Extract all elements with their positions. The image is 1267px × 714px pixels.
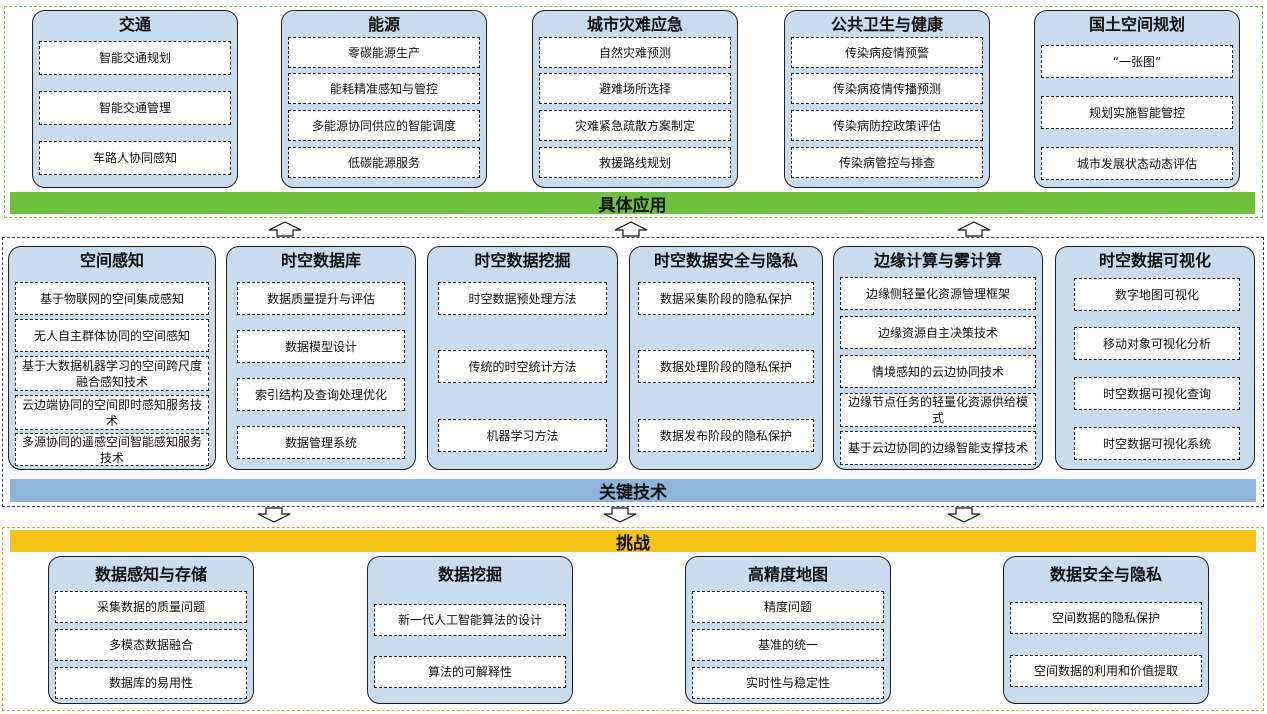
item-box: 云边端协同的空间即时感知服务技术 <box>15 395 209 430</box>
down-arrow-icon <box>947 507 981 523</box>
item-box: 传染病疫情预警 <box>791 37 983 68</box>
item-box: 多模态数据融合 <box>55 629 247 661</box>
technologies-section <box>2 237 1264 507</box>
technologies-bar: 关键技术 <box>10 479 1256 503</box>
item-box: 智能交通管理 <box>39 91 231 125</box>
item-box: 低碳能源服务 <box>288 147 480 178</box>
panel-title: 空间感知 <box>79 251 144 270</box>
item-box: 边缘节点任务的轻量化资源供给模式 <box>840 393 1036 427</box>
challenges-bar: 挑战 <box>10 530 1256 554</box>
challenge-panel-hd-map: 高精度地图 精度问题 基准的统一 实时性与稳定性 <box>685 556 891 704</box>
item-box: 精度问题 <box>692 591 884 623</box>
panel-title: 能源 <box>367 15 400 34</box>
item-box: 城市发展状态动态评估 <box>1041 147 1233 180</box>
item-box: 能耗精准感知与管控 <box>288 73 480 104</box>
item-box: 边缘侧轻量化资源管理框架 <box>840 277 1036 310</box>
item-box: 规划实施智能管控 <box>1041 96 1233 129</box>
app-panel-energy: 能源 零碳能源生产 能耗精准感知与管控 多能源协同供应的智能调度 低碳能源服务 <box>281 10 487 188</box>
up-arrow-icon <box>957 221 991 237</box>
item-box: 避难场所选择 <box>539 73 731 104</box>
tech-panel-data-mining: 时空数据挖掘 时空数据预处理方法 传统的时空统计方法 机器学习方法 <box>427 246 618 470</box>
up-arrow-icon <box>614 221 648 237</box>
app-panel-disaster: 城市灾难应急 自然灾难预测 避难场所选择 灾难紧急疏散方案制定 救援路线规划 <box>532 10 738 188</box>
panel-title: 交通 <box>118 15 151 34</box>
item-box: 数据模型设计 <box>237 330 405 363</box>
tech-panel-spatiotemporal-database: 时空数据库 数据质量提升与评估 数据模型设计 索引结构及查询处理优化 数据管理系… <box>226 246 416 470</box>
item-box: 传染病管控与排查 <box>791 147 983 178</box>
applications-section <box>4 6 1263 218</box>
item-box: 车路人协同感知 <box>39 141 231 175</box>
tech-panel-visualization: 时空数据可视化 数字地图可视化 移动对象可视化分析 时空数据可视化查询 时空数据… <box>1055 246 1255 470</box>
item-box: 采集数据的质量问题 <box>55 591 247 623</box>
item-box: 数据质量提升与评估 <box>237 282 405 315</box>
item-box: 移动对象可视化分析 <box>1074 327 1240 360</box>
panel-title: 时空数据库 <box>280 251 361 270</box>
item-box: 空间数据的隐私保护 <box>1010 602 1202 634</box>
panel-title: 国土空间规划 <box>1088 15 1185 34</box>
item-box: 智能交通规划 <box>39 41 231 75</box>
item-box: 机器学习方法 <box>438 419 607 452</box>
item-box: 零碳能源生产 <box>288 37 480 68</box>
item-box: 基准的统一 <box>692 629 884 661</box>
panel-title: 时空数据可视化 <box>1098 251 1211 270</box>
item-box: 多能源协同供应的智能调度 <box>288 110 480 141</box>
item-box: 数据发布阶段的隐私保护 <box>638 419 814 452</box>
challenge-panel-data-mining: 数据挖掘 新一代人工智能算法的设计 算法的可解释性 <box>367 556 573 704</box>
item-box: 数据采集阶段的隐私保护 <box>638 282 814 315</box>
item-box: 时空数据可视化查询 <box>1074 377 1240 410</box>
item-box: 传染病疫情传播预测 <box>791 73 983 104</box>
down-arrow-icon <box>603 507 637 523</box>
item-box: 索引结构及查询处理优化 <box>237 378 405 411</box>
item-box: “一张图” <box>1041 45 1233 78</box>
item-box: 时空数据预处理方法 <box>438 282 607 315</box>
panel-title: 公共卫生与健康 <box>830 15 943 34</box>
up-arrow-icon <box>268 221 302 237</box>
item-box: 时空数据可视化系统 <box>1074 427 1240 460</box>
panel-title: 数据感知与存储 <box>94 565 207 584</box>
item-box: 基于云边协同的边缘智能支撑技术 <box>840 431 1036 465</box>
item-box: 传染病防控政策评估 <box>791 110 983 141</box>
challenges-section <box>2 527 1264 711</box>
panel-title: 时空数据挖掘 <box>474 251 571 270</box>
item-box: 救援路线规划 <box>539 147 731 178</box>
app-panel-territorial-planning: 国土空间规划 “一张图” 规划实施智能管控 城市发展状态动态评估 <box>1034 10 1240 188</box>
tech-panel-edge-fog-computing: 边缘计算与雾计算 边缘侧轻量化资源管理框架 边缘资源自主决策技术 情境感知的云边… <box>833 246 1043 470</box>
item-box: 实时性与稳定性 <box>692 667 884 699</box>
item-box: 自然灾难预测 <box>539 37 731 68</box>
tech-panel-security-privacy: 时空数据安全与隐私 数据采集阶段的隐私保护 数据处理阶段的隐私保护 数据发布阶段… <box>629 246 823 470</box>
item-box: 多源协同的遥感空间智能感知服务技术 <box>15 433 209 466</box>
tech-panel-spatial-sensing: 空间感知 基于物联网的空间集成感知 无人自主群体协同的空间感知 基于大数据机器学… <box>8 246 216 470</box>
item-box: 基于大数据机器学习的空间跨尺度融合感知技术 <box>15 356 209 391</box>
panel-title: 高精度地图 <box>747 565 828 584</box>
panel-title: 城市灾难应急 <box>586 15 683 34</box>
app-panel-transport: 交通 智能交通规划 智能交通管理 车路人协同感知 <box>32 10 238 188</box>
panel-title: 边缘计算与雾计算 <box>873 251 1002 270</box>
item-box: 空间数据的利用和价值提取 <box>1010 655 1202 687</box>
item-box: 传统的时空统计方法 <box>438 350 607 383</box>
item-box: 边缘资源自主决策技术 <box>840 316 1036 349</box>
app-panel-health: 公共卫生与健康 传染病疫情预警 传染病疫情传播预测 传染病防控政策评估 传染病管… <box>784 10 990 188</box>
item-box: 数据管理系统 <box>237 426 405 459</box>
item-box: 数字地图可视化 <box>1074 278 1240 311</box>
applications-bar: 具体应用 <box>10 192 1255 216</box>
item-box: 基于物联网的空间集成感知 <box>15 282 209 315</box>
item-box: 灾难紧急疏散方案制定 <box>539 110 731 141</box>
panel-title: 数据挖掘 <box>437 565 502 584</box>
down-arrow-icon <box>257 507 291 523</box>
item-box: 算法的可解释性 <box>374 656 566 688</box>
item-box: 无人自主群体协同的空间感知 <box>15 319 209 352</box>
challenge-panel-security-privacy: 数据安全与隐私 空间数据的隐私保护 空间数据的利用和价值提取 <box>1003 556 1209 704</box>
item-box: 数据处理阶段的隐私保护 <box>638 350 814 383</box>
item-box: 数据库的易用性 <box>55 667 247 699</box>
item-box: 新一代人工智能算法的设计 <box>374 604 566 636</box>
panel-title: 数据安全与隐私 <box>1049 565 1162 584</box>
item-box: 情境感知的云边协同技术 <box>840 355 1036 388</box>
panel-title: 时空数据安全与隐私 <box>653 251 798 270</box>
challenge-panel-sensing-storage: 数据感知与存储 采集数据的质量问题 多模态数据融合 数据库的易用性 <box>48 556 254 704</box>
